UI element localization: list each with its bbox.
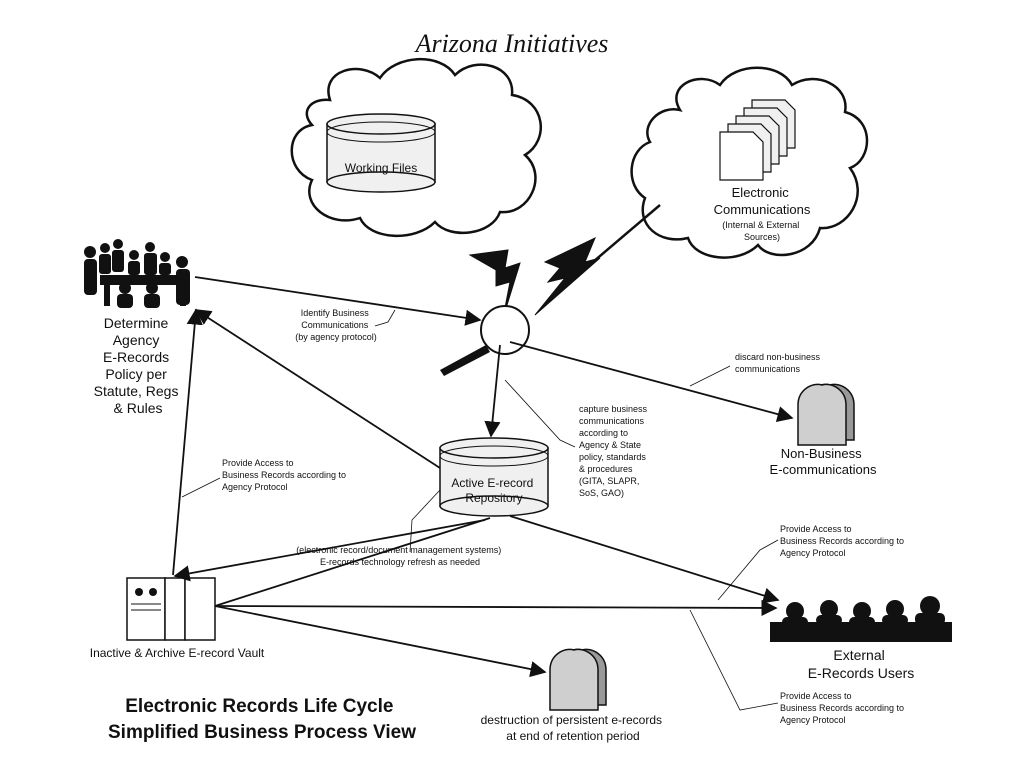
arrow-agency-to-magnifier	[194, 276, 482, 326]
footer-title: Electronic Records Life Cycle Simplified…	[108, 696, 416, 743]
arrow-vault-to-agency	[172, 308, 203, 576]
diagram-title: Arizona Initiatives	[414, 29, 609, 58]
documents-stack-icon	[719, 99, 796, 181]
magnifier-icon	[440, 305, 530, 376]
destruction-label: destruction of persistent e-records at e…	[481, 713, 666, 743]
annotation-provide-access-right-top: Provide Access to Business Records accor…	[780, 524, 907, 558]
active-repository-icon	[439, 437, 549, 517]
annotation-discard: discard non-business communications	[735, 352, 823, 374]
working-files-label: Working Files	[345, 161, 417, 175]
arrow-vault-to-repository	[214, 517, 491, 607]
arrow-repository-to-external	[509, 515, 780, 604]
annotation-provide-access-right-bottom: Provide Access to Business Records accor…	[780, 691, 907, 725]
external-users-label: External E-Records Users	[808, 647, 915, 681]
vault-servers-icon	[126, 577, 216, 641]
electronic-communications-label: Electronic Communications	[714, 185, 811, 217]
non-business-label: Non-Business E-communications	[770, 446, 877, 477]
external-users-icon	[770, 596, 952, 642]
arrow-repository-to-agency	[194, 309, 441, 469]
working-files-cloud: Working Files	[290, 57, 542, 237]
arrow-magnifier-to-repository	[484, 344, 501, 438]
electronic-communications-cloud: Electronic Communications (Internal & Ex…	[630, 66, 869, 259]
arrows	[172, 276, 794, 678]
annotation-identify: Identify Business Communications (by age…	[295, 308, 377, 342]
electronic-communications-sublabel: (Internal & External Sources)	[722, 220, 802, 242]
arrow-repository-to-vault	[173, 519, 486, 582]
vault-label: Inactive & Archive E-record Vault	[90, 646, 265, 660]
arrow-vault-to-destruction	[214, 605, 547, 678]
arrow-magnifier-to-nonbusiness	[509, 341, 794, 423]
annotation-refresh: (electronic record/document management s…	[296, 545, 504, 567]
annotation-provide-access-left: Provide Access to Business Records accor…	[222, 458, 349, 492]
agency-policy-label: Determine Agency E-Records Policy per St…	[94, 315, 183, 416]
arrow-vault-to-external	[214, 599, 778, 617]
non-business-tombstone-icon	[797, 383, 855, 446]
annotation-capture: capture business communications accordin…	[579, 404, 650, 498]
meeting-people-icon	[84, 239, 190, 308]
active-repository-label: Active E-record Repository	[451, 476, 536, 505]
working-files-cylinder-icon	[326, 113, 436, 193]
leader-lines	[181, 309, 779, 711]
destruction-tombstone-icon	[549, 648, 607, 711]
lightning-bolt-right-icon	[534, 236, 601, 316]
